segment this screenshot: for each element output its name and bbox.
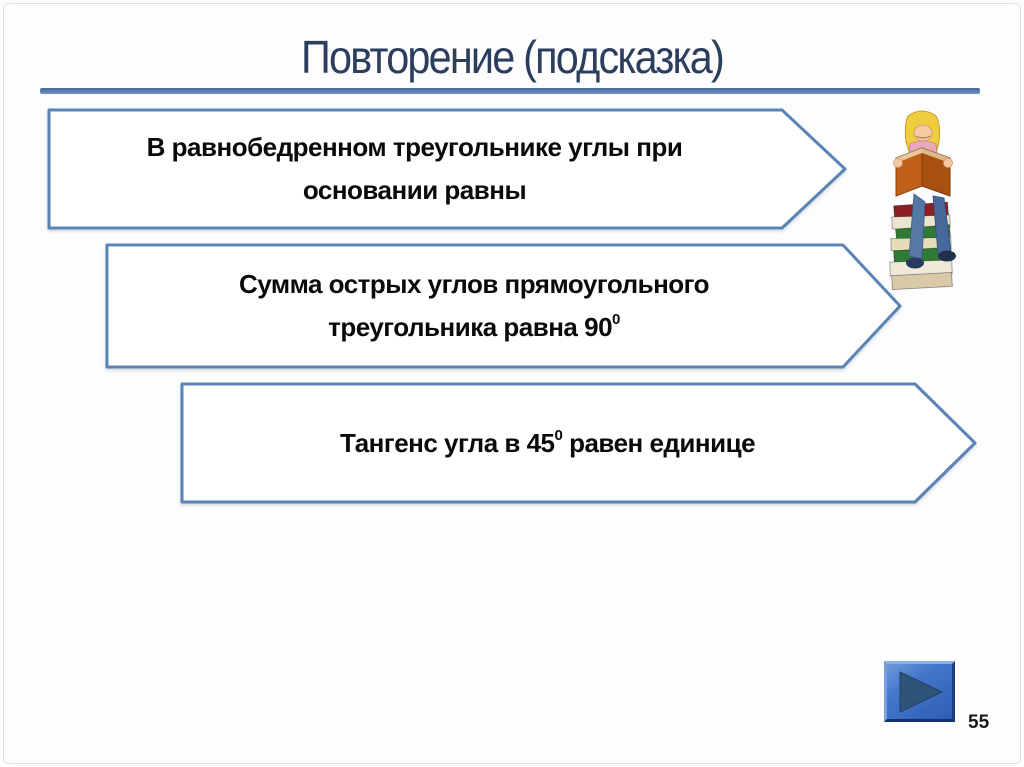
fact-box-isosceles: В равнобедренном треугольнике углы при о… xyxy=(47,108,847,230)
title-underline xyxy=(40,88,980,94)
next-slide-button[interactable] xyxy=(884,661,955,722)
fact-text: Тангенс угла в 450 равен единице xyxy=(180,382,915,504)
fact-box-right-triangle-angles: Сумма острых углов прямоугольного треуго… xyxy=(105,243,903,369)
fact-line: Тангенс угла в 450 равен единице xyxy=(339,426,756,458)
fact-line: треугольника равна 900 xyxy=(328,311,620,342)
fact-box-tangent-45: Тангенс угла в 450 равен единице xyxy=(180,382,978,504)
fact-line: В равнобедренном треугольнике углы при xyxy=(146,132,683,162)
arrow-shape xyxy=(47,108,847,230)
fact-line: основании равны xyxy=(302,175,527,205)
fact-line: Сумма острых углов прямоугольного xyxy=(238,269,710,299)
fact-text: Сумма острых углов прямоугольного треуго… xyxy=(105,243,843,369)
arrow-shape xyxy=(105,243,902,369)
fact-text: В равнобедренном треугольнике углы при о… xyxy=(47,108,782,230)
play-triangle-icon xyxy=(899,670,943,713)
page-number: 55 xyxy=(968,712,990,733)
superscript-degree: 0 xyxy=(612,311,620,329)
superscript-degree: 0 xyxy=(554,426,563,444)
girl-reading-illustration xyxy=(889,110,956,290)
page-title: Повторение (подсказка) xyxy=(301,31,725,83)
arrow-shape xyxy=(180,382,977,504)
